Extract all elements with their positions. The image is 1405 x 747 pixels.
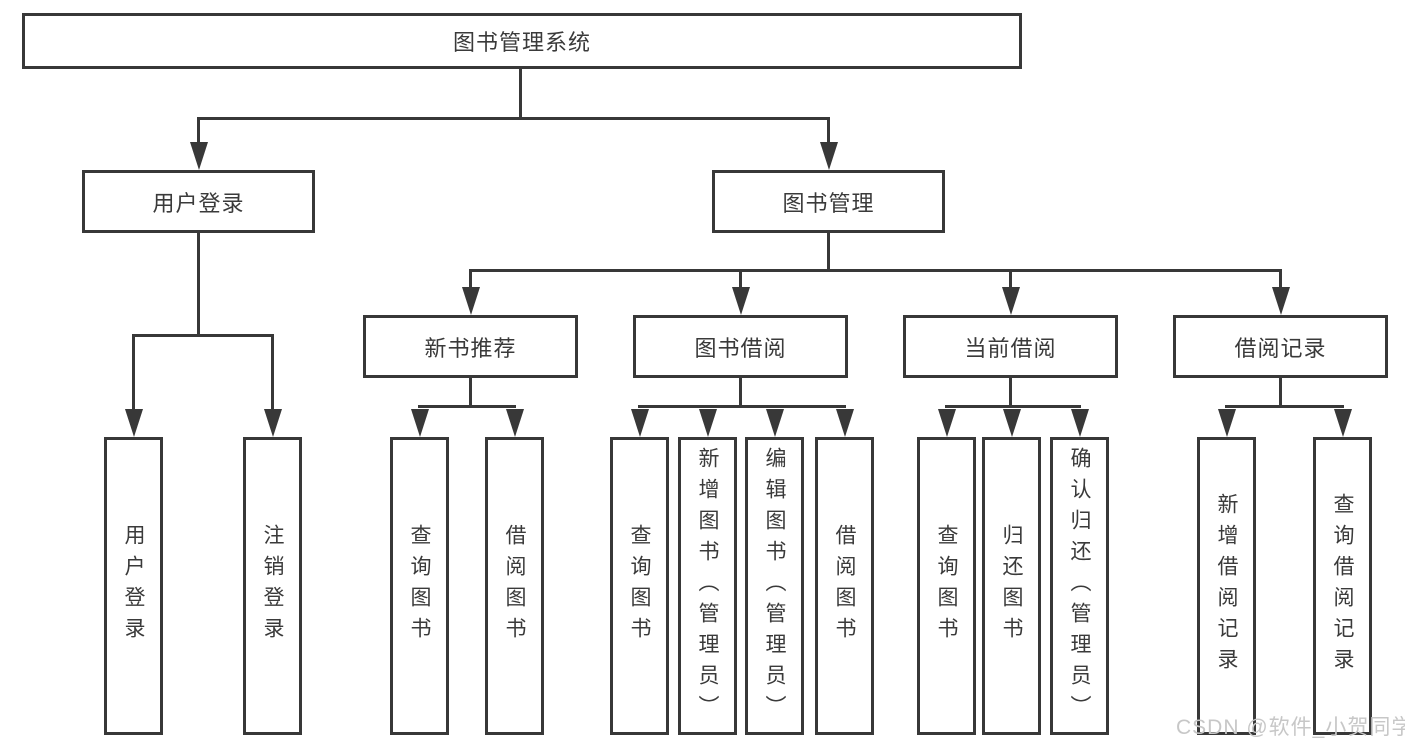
node-book-borrowing: 图书借阅 (633, 315, 848, 378)
connector-line (197, 117, 200, 145)
node-label: 当前借阅 (964, 335, 1057, 361)
node-borrowing-records: 借阅记录 (1173, 315, 1388, 378)
node-label: 用户登录 (152, 190, 245, 216)
arrowhead-down-icon (411, 409, 429, 437)
leaf-edit-books-admin: 编辑图书（管理员） (745, 437, 804, 735)
connector-line (132, 334, 274, 337)
arrowhead-down-icon (462, 287, 480, 315)
leaf-query-books-current: 查询图书 (917, 437, 976, 735)
leaf-confirm-return-admin: 确认归还（管理员） (1050, 437, 1109, 735)
node-label: 查询图书 (628, 524, 651, 648)
connector-line (1009, 378, 1012, 408)
node-new-book-recommendation: 新书推荐 (363, 315, 578, 378)
connector-line (638, 405, 846, 408)
leaf-query-borrow-record: 查询借阅记录 (1313, 437, 1372, 735)
node-library-management-system: 图书管理系统 (22, 13, 1022, 69)
arrowhead-down-icon (1071, 409, 1089, 437)
arrowhead-down-icon (190, 142, 208, 170)
leaf-logout: 注销登录 (243, 437, 302, 735)
arrowhead-down-icon (631, 409, 649, 437)
connector-line (827, 233, 830, 272)
connector-line (418, 405, 516, 408)
connector-line (469, 269, 472, 291)
connector-line (739, 378, 742, 408)
leaf-user-login: 用户登录 (104, 437, 163, 735)
node-label: 归还图书 (1000, 524, 1023, 648)
connector-line (197, 233, 200, 337)
arrowhead-down-icon (836, 409, 854, 437)
node-book-management: 图书管理 (712, 170, 945, 233)
node-label: 借阅图书 (833, 524, 856, 648)
connector-line (1009, 269, 1012, 291)
node-label: 借阅图书 (503, 524, 526, 648)
connector-line (945, 405, 1081, 408)
node-user-login: 用户登录 (82, 170, 315, 233)
connector-line (469, 269, 1281, 272)
arrowhead-down-icon (820, 142, 838, 170)
arrowhead-down-icon (938, 409, 956, 437)
connector-line (1279, 378, 1282, 408)
leaf-add-borrow-record: 新增借阅记录 (1197, 437, 1256, 735)
connector-line (132, 334, 135, 411)
connector-line (739, 269, 742, 291)
connector-line (519, 69, 522, 120)
leaf-borrow-books: 借阅图书 (815, 437, 874, 735)
leaf-add-books-admin: 新增图书（管理员） (678, 437, 737, 735)
node-label: 新增图书（管理员） (696, 446, 719, 726)
leaf-borrow-books-recommend: 借阅图书 (485, 437, 544, 735)
node-current-borrowing: 当前借阅 (903, 315, 1118, 378)
connector-line (1225, 405, 1344, 408)
node-label: 确认归还（管理员） (1068, 446, 1091, 726)
connector-line (469, 378, 472, 408)
node-label: 查询图书 (408, 524, 431, 648)
arrowhead-down-icon (125, 409, 143, 437)
leaf-query-books-recommend: 查询图书 (390, 437, 449, 735)
arrowhead-down-icon (1002, 287, 1020, 315)
arrowhead-down-icon (264, 409, 282, 437)
connector-line (827, 117, 830, 145)
node-label: 借阅记录 (1234, 335, 1327, 361)
connector-line (271, 334, 274, 411)
connector-line (197, 117, 830, 120)
leaf-query-books-borrowing: 查询图书 (610, 437, 669, 735)
arrowhead-down-icon (699, 409, 717, 437)
arrowhead-down-icon (732, 287, 750, 315)
arrowhead-down-icon (766, 409, 784, 437)
connector-line (1279, 269, 1282, 291)
node-label: 图书借阅 (694, 335, 787, 361)
arrowhead-down-icon (1272, 287, 1290, 315)
node-label: 注销登录 (261, 524, 284, 648)
node-label: 图书管理 (782, 190, 875, 216)
node-label: 新增借阅记录 (1215, 493, 1238, 679)
node-label: 查询借阅记录 (1331, 493, 1354, 679)
node-label: 查询图书 (935, 524, 958, 648)
node-label: 编辑图书（管理员） (763, 446, 786, 726)
node-label: 新书推荐 (424, 335, 517, 361)
arrowhead-down-icon (1334, 409, 1352, 437)
leaf-return-books: 归还图书 (982, 437, 1041, 735)
node-label: 用户登录 (122, 524, 145, 648)
arrowhead-down-icon (1218, 409, 1236, 437)
arrowhead-down-icon (506, 409, 524, 437)
arrowhead-down-icon (1003, 409, 1021, 437)
node-label: 图书管理系统 (452, 30, 591, 55)
csdn-watermark: CSDN @软件_小贺同学 (1176, 716, 1405, 739)
